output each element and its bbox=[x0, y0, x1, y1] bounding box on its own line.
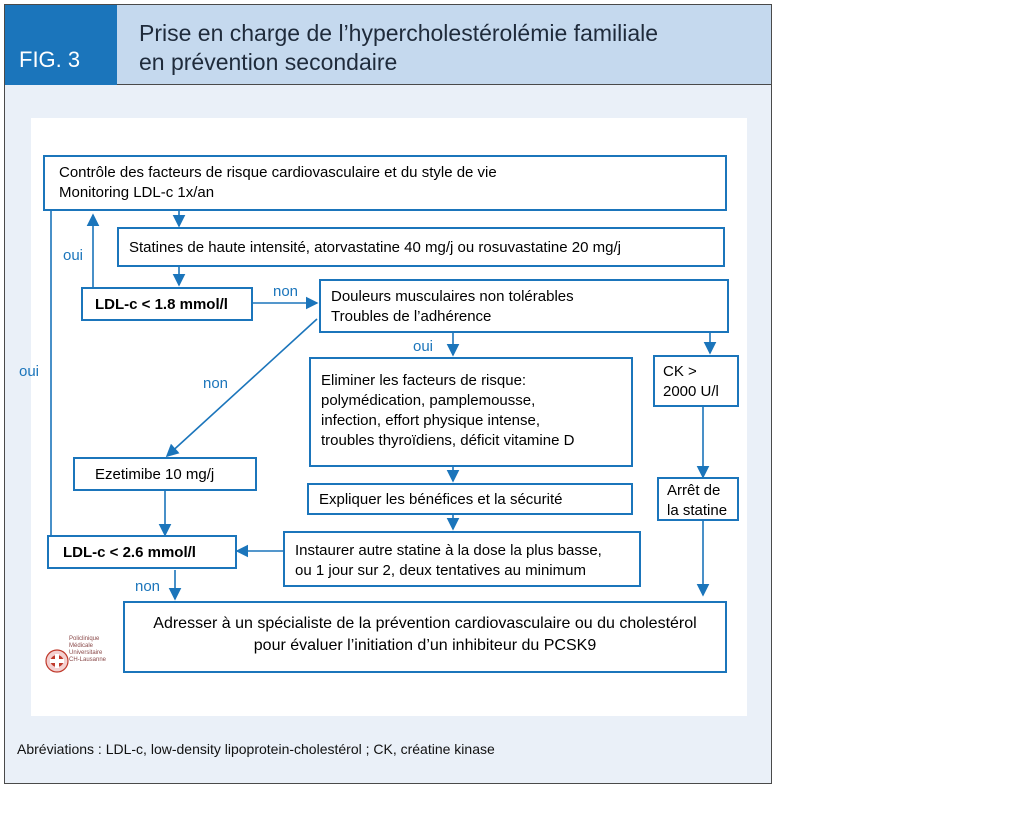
box-ldl-1-8: LDL-c < 1.8 mmol/l bbox=[81, 287, 253, 321]
label-oui-ldl26: oui bbox=[19, 363, 40, 380]
box-ck-line2: 2000 U/l bbox=[663, 383, 719, 400]
box-ldl-2-6-text: LDL-c < 2.6 mmol/l bbox=[63, 544, 196, 561]
label-oui-ldl18: oui bbox=[63, 247, 84, 264]
box-refer-line2: pour évaluer l’initiation d’un inhibiteu… bbox=[253, 637, 597, 654]
box-otherstatin-line1: Instaurer autre statine à la dose la plu… bbox=[295, 542, 602, 559]
label-non-ldl18: non bbox=[273, 283, 299, 300]
figure-title: Prise en charge de l’hypercholestérolémi… bbox=[117, 5, 771, 85]
figure-title-line2: en prévention secondaire bbox=[139, 49, 398, 75]
box-pain-line2: Troubles de l’adhérence bbox=[331, 308, 492, 325]
label-non-pain: non bbox=[203, 375, 229, 392]
box-arret-line1: Arrêt de bbox=[667, 482, 721, 499]
logo-line2: Médicale bbox=[69, 643, 94, 649]
arrow-pain-ezetimibe bbox=[165, 318, 318, 458]
box-explain-benefits: Expliquer les bénéfices et la sécurité bbox=[307, 483, 633, 515]
label-non-ldl26: non bbox=[135, 578, 161, 595]
box-stop-statin: Arrêt de la statine bbox=[657, 477, 739, 521]
box-eliminate-risk-factors: Eliminer les facteurs de risque: polyméd… bbox=[309, 357, 633, 467]
box-arret-line2: la statine bbox=[667, 502, 728, 519]
logo-line4: CH-Lausanne bbox=[69, 657, 107, 663]
logo-text: Policlinique Médicale Universitaire CH-L… bbox=[69, 636, 106, 664]
box-ezetimibe-text: Ezetimibe 10 mg/j bbox=[95, 466, 215, 483]
figure-number: FIG. 3 bbox=[5, 5, 117, 85]
box-ldl-2-6: LDL-c < 2.6 mmol/l bbox=[47, 535, 237, 569]
box-muscle-pain: Douleurs musculaires non tolérables Trou… bbox=[319, 279, 729, 333]
box-other-statin: Instaurer autre statine à la dose la plu… bbox=[283, 531, 641, 587]
box-control-risk-factors: Contrôle des facteurs de risque cardiova… bbox=[43, 155, 727, 211]
abbreviations-footnote: Abréviations : LDL-c, low-density lipopr… bbox=[17, 741, 495, 757]
box-control-line2: Monitoring LDL-c 1x/an bbox=[59, 184, 215, 201]
box-otherstatin-line2: ou 1 jour sur 2, deux tentatives au mini… bbox=[295, 562, 586, 579]
box-eliminate-line2: polymédication, pamplemousse, bbox=[321, 392, 536, 409]
box-refer-specialist: Adresser à un spécialiste de la préventi… bbox=[123, 601, 727, 673]
label-oui-pain: oui bbox=[413, 338, 434, 355]
figure-title-line1: Prise en charge de l’hypercholestérolémi… bbox=[139, 20, 659, 46]
box-statins-text: Statines de haute intensité, atorvastati… bbox=[129, 239, 621, 256]
box-control-line1: Contrôle des facteurs de risque cardiova… bbox=[59, 164, 497, 181]
box-eliminate-line4: troubles thyroïdiens, déficit vitamine D bbox=[321, 432, 575, 449]
box-explain-text: Expliquer les bénéfices et la sécurité bbox=[319, 491, 563, 508]
logo-line3: Universitaire bbox=[69, 650, 103, 656]
box-refer-line1: Adresser à un spécialiste de la préventi… bbox=[153, 615, 697, 632]
figure-frame: FIG. 3 Prise en charge de l’hypercholest… bbox=[4, 4, 772, 784]
arrow-ldl26-control bbox=[47, 186, 52, 541]
logo-line1: Policlinique bbox=[69, 636, 100, 642]
box-pain-line1: Douleurs musculaires non tolérables bbox=[331, 288, 574, 305]
box-statins: Statines de haute intensité, atorvastati… bbox=[117, 227, 725, 267]
box-ldl-1-8-text: LDL-c < 1.8 mmol/l bbox=[95, 296, 228, 313]
policlinique-logo-icon bbox=[45, 649, 69, 673]
box-ck-line1: CK > bbox=[663, 363, 697, 380]
box-eliminate-line3: infection, effort physique intense, bbox=[321, 412, 541, 429]
box-eliminate-line1: Eliminer les facteurs de risque: bbox=[321, 372, 527, 389]
box-ezetimibe: Ezetimibe 10 mg/j bbox=[73, 457, 257, 491]
box-ck: CK > 2000 U/l bbox=[653, 355, 739, 407]
